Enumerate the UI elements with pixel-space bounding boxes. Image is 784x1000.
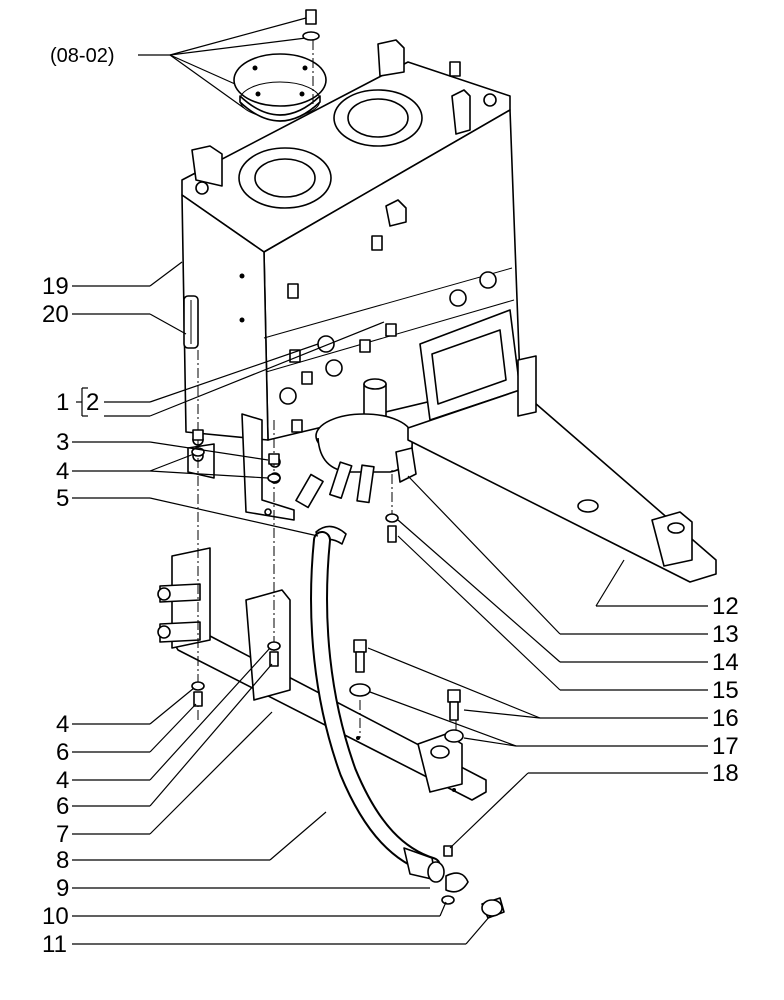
reference-leaders (138, 17, 307, 109)
callout-16: 16 (712, 705, 739, 732)
leader-lines (72, 261, 708, 945)
callout-4-lower-b: 4 (56, 767, 69, 794)
callout-18: 18 (712, 760, 739, 787)
callout-6-a: 6 (56, 739, 69, 766)
callout-9: 9 (56, 875, 69, 902)
callout-8: 8 (56, 847, 69, 874)
callout-labels: 19 20 1 2 3 4 5 4 6 4 6 7 8 9 10 11 12 1… (42, 273, 739, 958)
callout-10: 10 (42, 903, 69, 930)
callout-6-b: 6 (56, 793, 69, 820)
callout-12: 12 (712, 593, 739, 620)
suction-hose (310, 531, 505, 919)
callout-4-upper: 4 (56, 458, 69, 485)
fasteners (191, 429, 464, 743)
callout-20: 20 (42, 301, 69, 328)
tank-cover (233, 9, 327, 150)
callout-13: 13 (712, 621, 739, 648)
suction-strainer (295, 378, 417, 509)
callout-15: 15 (712, 677, 739, 704)
callout-4-lower-a: 4 (56, 711, 69, 738)
callout-1: 1 (56, 389, 69, 416)
callout-2: 2 (86, 389, 99, 416)
callout-7: 7 (56, 821, 69, 848)
callout-5: 5 (56, 485, 69, 512)
callout-17: 17 (712, 733, 739, 760)
reference-label: (08-02) (50, 45, 114, 67)
callout-19: 19 (42, 273, 69, 300)
callout-14: 14 (712, 649, 739, 676)
support-frame (407, 309, 717, 583)
callout-11: 11 (42, 931, 67, 958)
callout-3: 3 (56, 429, 69, 456)
